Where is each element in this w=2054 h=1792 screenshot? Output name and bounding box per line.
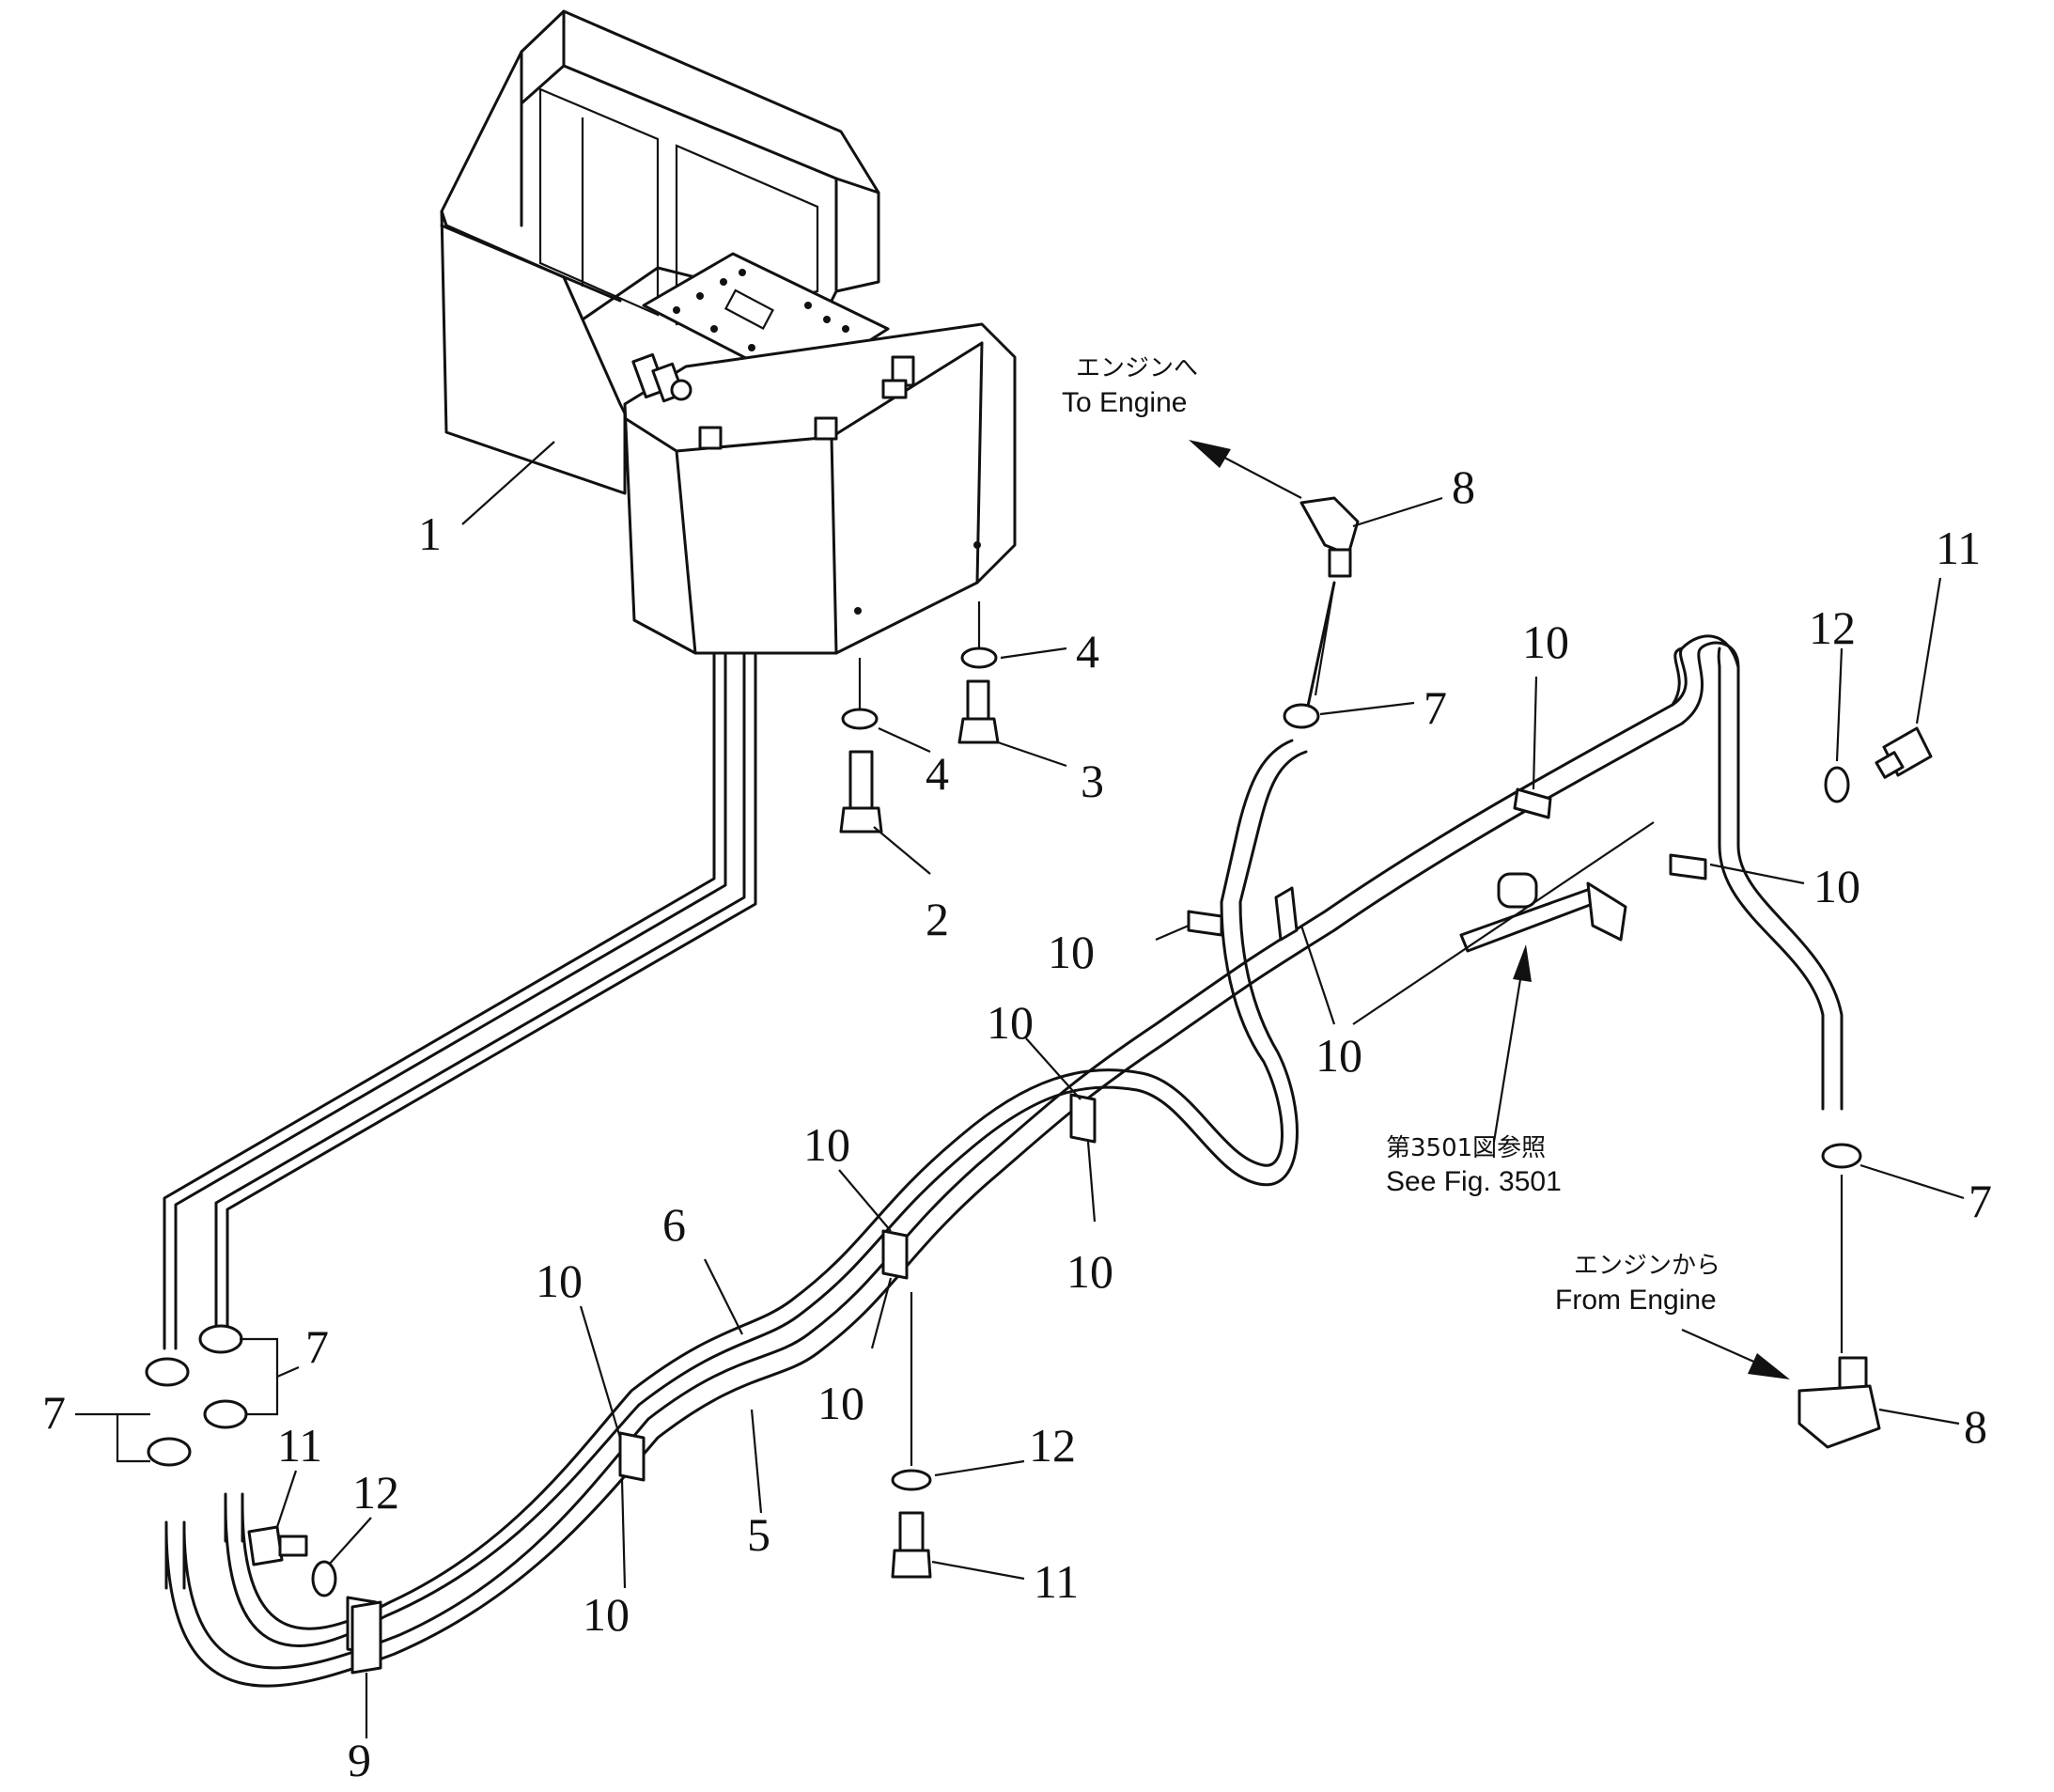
callout-5: 5 (747, 1508, 770, 1561)
leader-lines (75, 441, 1965, 1738)
callout-12-left: 12 (352, 1466, 399, 1519)
callout-8-top: 8 (1452, 460, 1475, 513)
callout-2: 2 (926, 893, 949, 945)
to-engine-en: To Engine (1062, 387, 1187, 418)
callout-8-bottom: 8 (1964, 1400, 1987, 1453)
callout-3: 3 (1081, 755, 1104, 807)
callout-4-lower: 4 (926, 747, 949, 800)
callout-10-b: 10 (1813, 860, 1860, 912)
see-fig-en: See Fig. 3501 (1386, 1166, 1562, 1197)
callout-6: 6 (662, 1198, 686, 1251)
from-engine-jp: エンジンから (1574, 1252, 1720, 1280)
callout-10-i: 10 (536, 1254, 583, 1307)
callout-12-top: 12 (1809, 601, 1856, 654)
arrows (1189, 440, 1790, 1379)
see-fig-jp: 第3501図参照 (1386, 1134, 1546, 1162)
callout-10-f: 10 (1066, 1245, 1113, 1298)
callout-7-left-a: 7 (42, 1386, 66, 1439)
tank-pipes (163, 689, 757, 1350)
callout-4-upper: 4 (1076, 625, 1099, 678)
callout-11-left: 11 (277, 1419, 322, 1472)
callout-9: 9 (348, 1734, 371, 1786)
callout-11-bottom: 11 (1034, 1555, 1079, 1608)
notes: エンジンへ To Engine エンジンから From Engine 第3501… (1062, 354, 1720, 1316)
to-engine-jp: エンジンへ (1076, 354, 1198, 382)
callout-10-d: 10 (1315, 1029, 1362, 1082)
callout-10-j: 10 (583, 1588, 630, 1641)
callout-10-e: 10 (987, 996, 1034, 1049)
callout-7-top: 7 (1424, 681, 1447, 734)
callout-labels: 1 2 3 4 4 5 6 7 7 7 7 8 8 9 10 10 10 10 … (42, 460, 1992, 1786)
callout-11-top: 11 (1936, 522, 1981, 574)
from-engine-en: From Engine (1555, 1285, 1717, 1316)
callout-1: 1 (418, 507, 442, 560)
callout-12-bottom: 12 (1029, 1419, 1076, 1472)
callout-7-left-b: 7 (305, 1320, 329, 1373)
hose-assembly (164, 581, 1844, 1688)
hardware (145, 496, 1933, 1675)
fuel-tank-assembly (440, 9, 1017, 693)
callout-7-right: 7 (1968, 1175, 1992, 1227)
callout-10-g: 10 (803, 1118, 850, 1171)
callout-10-h: 10 (817, 1377, 864, 1429)
callout-10-c: 10 (1048, 926, 1095, 978)
callout-10-a: 10 (1522, 616, 1569, 668)
